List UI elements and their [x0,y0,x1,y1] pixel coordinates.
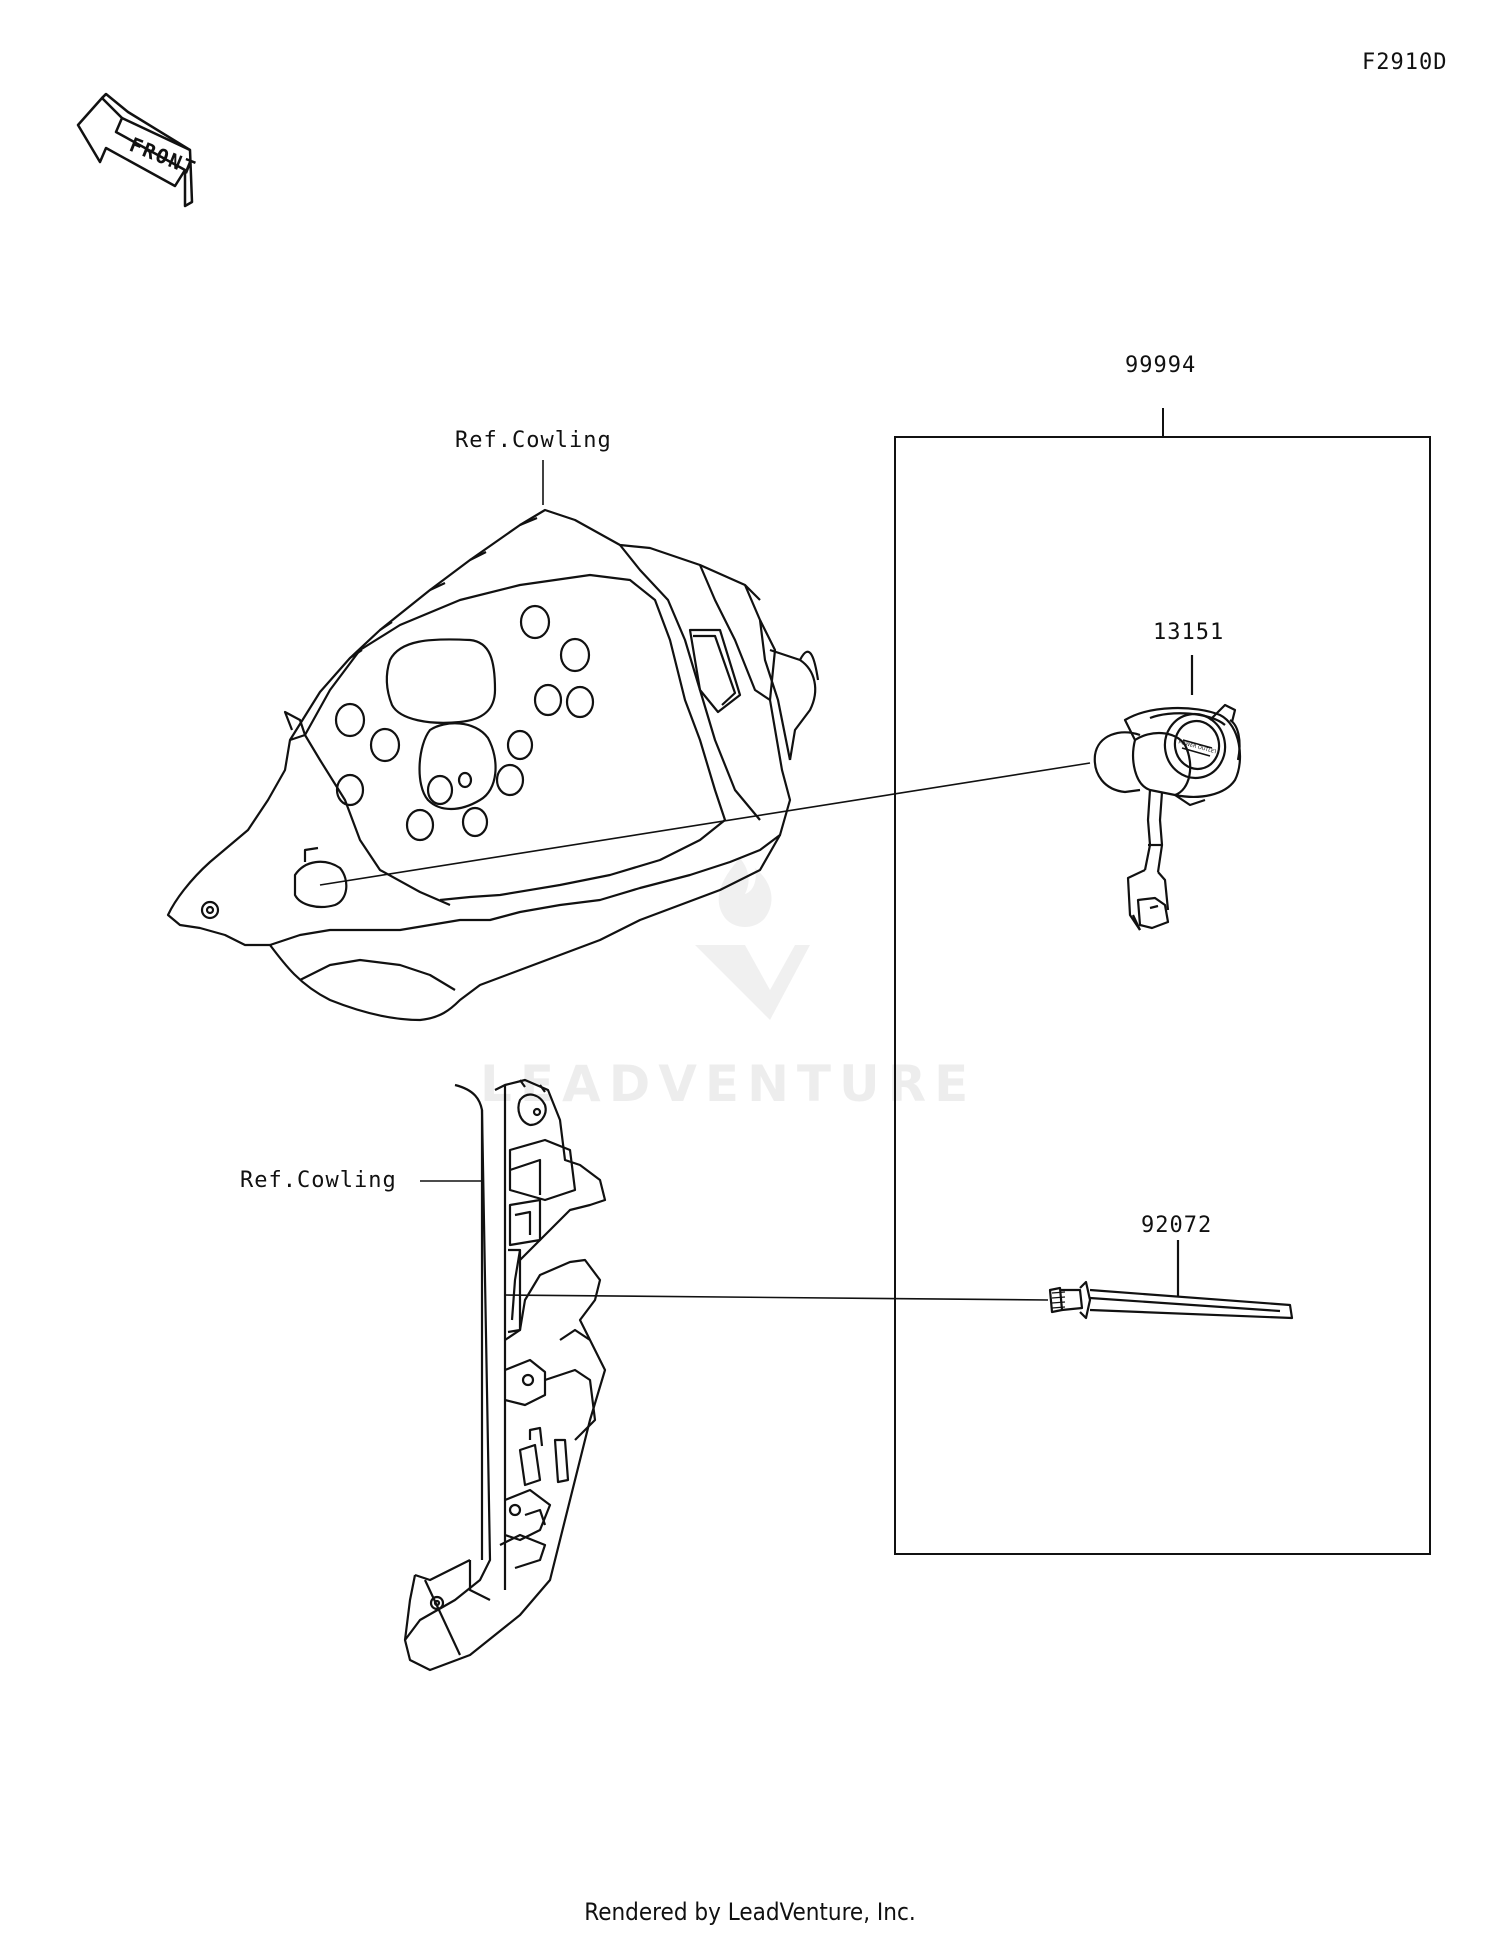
cable-tie-clip-drawing [1048,1240,1294,1320]
front-arrow-icon: FRONT [76,92,200,208]
callout-13151[interactable]: 13151 [1153,620,1225,645]
callout-99994[interactable]: 99994 [1125,353,1197,378]
watermark-text: LEADVENTURE [480,1055,977,1113]
power-outlet-socket-drawing [1093,655,1242,931]
callout-ref-cowling-upper[interactable]: Ref.Cowling [455,428,612,453]
footer-credit: Rendered by LeadVenture, Inc. [584,1898,916,1926]
watermark-logo-icon [695,858,810,1020]
diagram-code: F2910D [1362,50,1448,75]
leader-lines [319,460,1091,1301]
callout-ref-cowling-lower[interactable]: Ref.Cowling [240,1168,397,1193]
callout-92072[interactable]: 92072 [1141,1213,1213,1238]
upper-cowling-drawing [166,508,820,1022]
lower-cowling-drawing [403,1078,607,1672]
socket-face-label: POWER OUTLET [1178,739,1216,755]
kit-box-outline [894,408,1431,1555]
socket-face-text: POWER OUTLET [1178,739,1216,755]
